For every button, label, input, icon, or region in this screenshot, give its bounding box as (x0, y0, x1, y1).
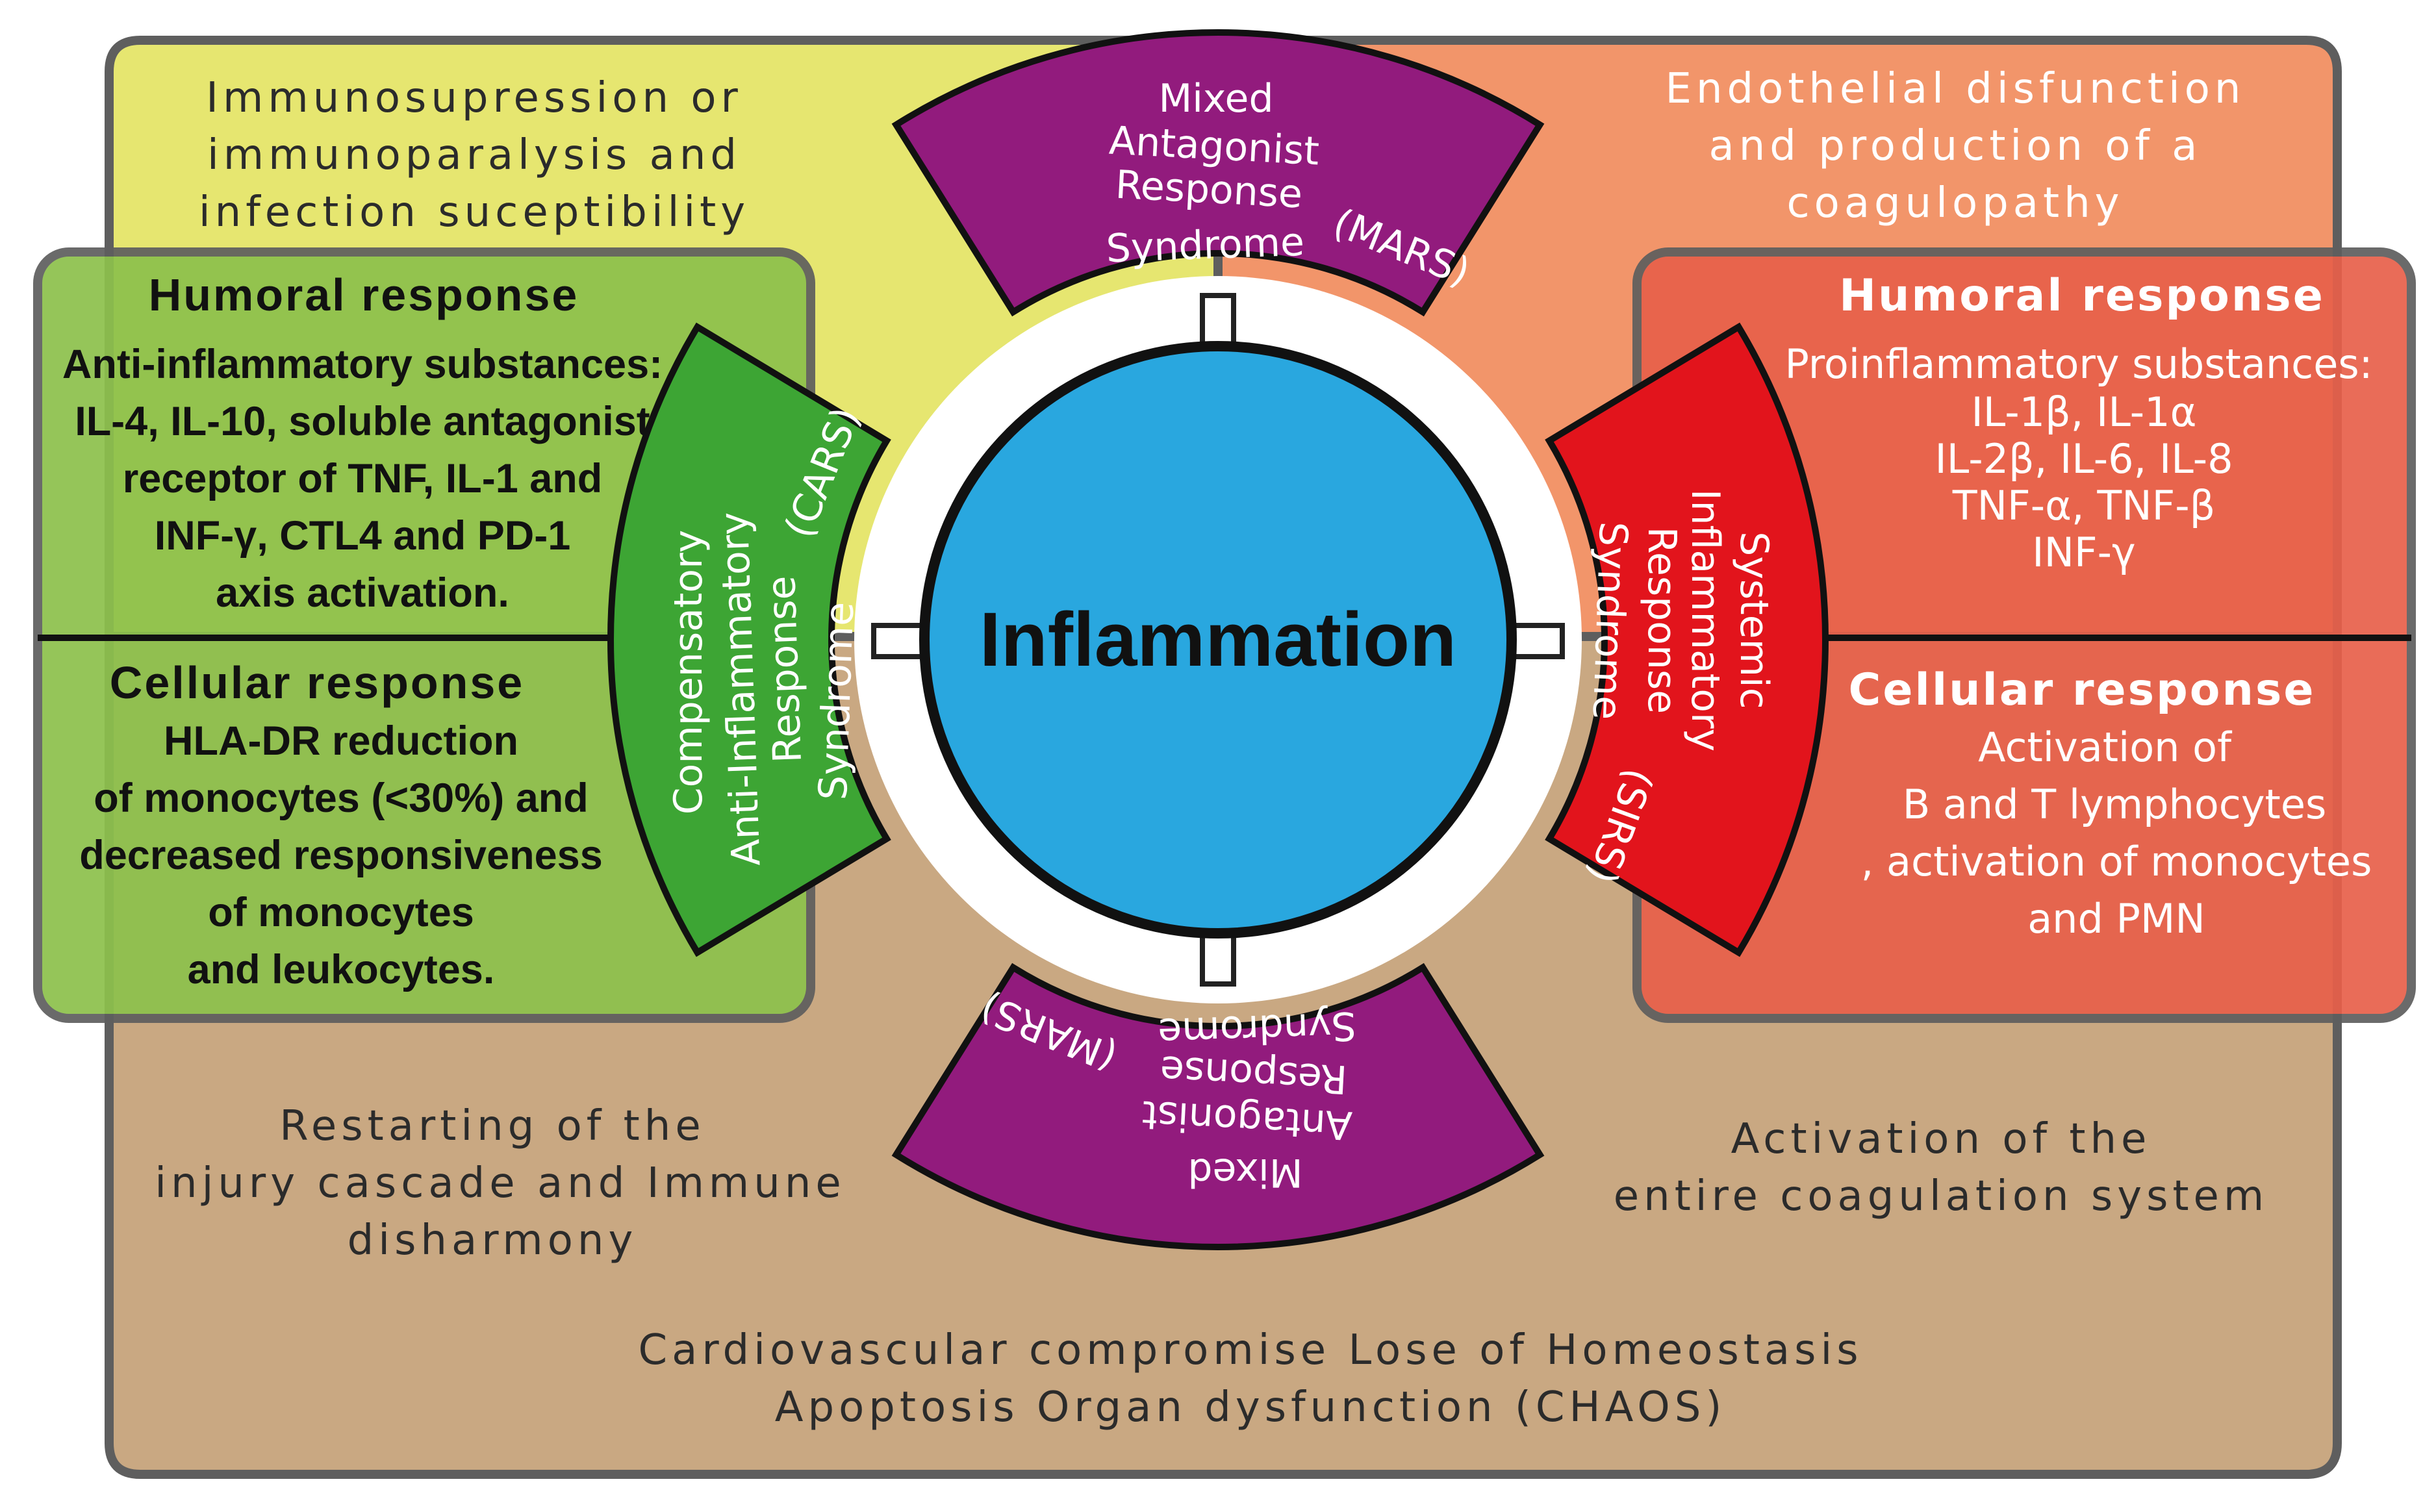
arc-left-line: Syndrome (811, 601, 863, 801)
arc-bottom-line: Response (1159, 1047, 1348, 1102)
right-cellular-line: and PMN (2027, 895, 2205, 942)
quadrant-line: Activation of the (1731, 1115, 2151, 1163)
arc-bottom-line: Mixed (1187, 1150, 1302, 1195)
bottom-right-quadrant-text: Activation of the entire coagulation sys… (1614, 1115, 2269, 1220)
left-cellular-block: Cellular response HLA-DR reduction of mo… (79, 657, 602, 992)
left-humoral-block: Humoral response Anti-inflammatory subst… (62, 270, 663, 616)
arc-left-line: Response (759, 575, 811, 763)
quadrant-line: immunoparalysis and (207, 131, 741, 179)
center-label: Inflammation (980, 597, 1456, 683)
right-cellular-title: Cellular response (1849, 664, 2316, 716)
quadrant-line: entire coagulation system (1614, 1172, 2269, 1220)
quadrant-line: and production of a (1709, 122, 2202, 170)
right-cellular-line: B and T lymphocytes (1903, 781, 2327, 828)
left-humoral-title: Humoral response (149, 270, 579, 320)
top-left-quadrant-text: Immunosupression or immunoparalysis and … (199, 74, 750, 236)
arc-top-line: Mixed (1158, 76, 1273, 121)
arc-band-bottom (891, 963, 1545, 1250)
right-humoral-block: Humoral response Proinflammatory substan… (1784, 270, 2372, 576)
arc-label-right: Systemic Inflammatory Response Syndrome … (1579, 489, 1777, 890)
top-right-quadrant-text: Endothelial disfunction and production o… (1666, 65, 2246, 227)
arc-right-line: Inflammatory (1682, 489, 1728, 751)
quadrant-line: Restarting of the (279, 1102, 705, 1150)
arc-top-line: Response (1114, 162, 1303, 218)
right-humoral-line: IL-1β, IL-1α (1972, 388, 2197, 436)
quadrant-line: disharmony (348, 1216, 638, 1265)
quadrant-line: Apoptosis Organ dysfunction (CHAOS) (775, 1383, 1727, 1431)
quadrant-line: coagulopathy (1786, 179, 2124, 227)
left-cellular-line: HLA-DR reduction (164, 718, 518, 764)
arc-bottom-line: Syndrome (1157, 1003, 1356, 1055)
right-cellular-line: Activation of (1978, 724, 2233, 771)
right-humoral-title: Humoral response (1839, 270, 2325, 321)
right-humoral-line: IL-2β, IL-6, IL-8 (1935, 435, 2233, 483)
arc-right-line: Systemic (1731, 531, 1777, 709)
arc-top-line: Antagonist (1108, 118, 1321, 175)
left-cellular-line: of monocytes (208, 890, 474, 935)
left-cellular-line: of monocytes (<30%) and (94, 775, 588, 821)
left-humoral-line: IL-4, IL-10, soluble antagonist (75, 399, 650, 444)
right-humoral-line: TNF-α, TNF-β (1952, 482, 2215, 529)
right-cellular-block: Cellular response Activation of B and T … (1849, 664, 2372, 942)
left-humoral-line: INF-γ, CTL4 and PD-1 (155, 513, 571, 559)
quadrant-line: Cardiovascular compromise Lose of Homeos… (638, 1326, 1862, 1374)
quadrant-line: injury cascade and Immune (155, 1159, 846, 1207)
arc-right-line: Response (1639, 527, 1684, 714)
arc-band-left (607, 322, 891, 957)
left-humoral-line: axis activation. (216, 570, 509, 616)
left-cellular-line: decreased responsiveness (79, 833, 602, 878)
quadrant-line: Endothelial disfunction (1666, 65, 2246, 113)
left-cellular-line: and leukocytes. (188, 947, 495, 992)
quadrant-line: infection suceptibility (199, 188, 750, 236)
bottom-center-text: Cardiovascular compromise Lose of Homeos… (638, 1326, 1862, 1431)
right-humoral-line: INF-γ (2032, 529, 2135, 576)
right-cellular-line: , activation of monocytes (1861, 838, 2372, 885)
arc-top-line: Syndrome (1106, 220, 1305, 272)
left-cellular-title: Cellular response (110, 657, 524, 708)
quadrant-line: Immunosupression or (206, 74, 742, 122)
arc-band-top (891, 29, 1545, 317)
arc-left-line: Compensatory (666, 530, 711, 815)
arc-band-right (1545, 322, 1829, 957)
right-humoral-line: Proinflammatory substances: (1784, 340, 2372, 388)
center-circle (919, 341, 1517, 939)
left-humoral-line: Anti-inflammatory substances: (62, 342, 663, 387)
bottom-left-quadrant-text: Restarting of the injury cascade and Imm… (155, 1102, 846, 1265)
arc-bottom-line: Antagonist (1141, 1092, 1353, 1148)
arc-right-line: Syndrome (1584, 521, 1636, 720)
left-humoral-line: receptor of TNF, IL-1 and (123, 456, 603, 501)
